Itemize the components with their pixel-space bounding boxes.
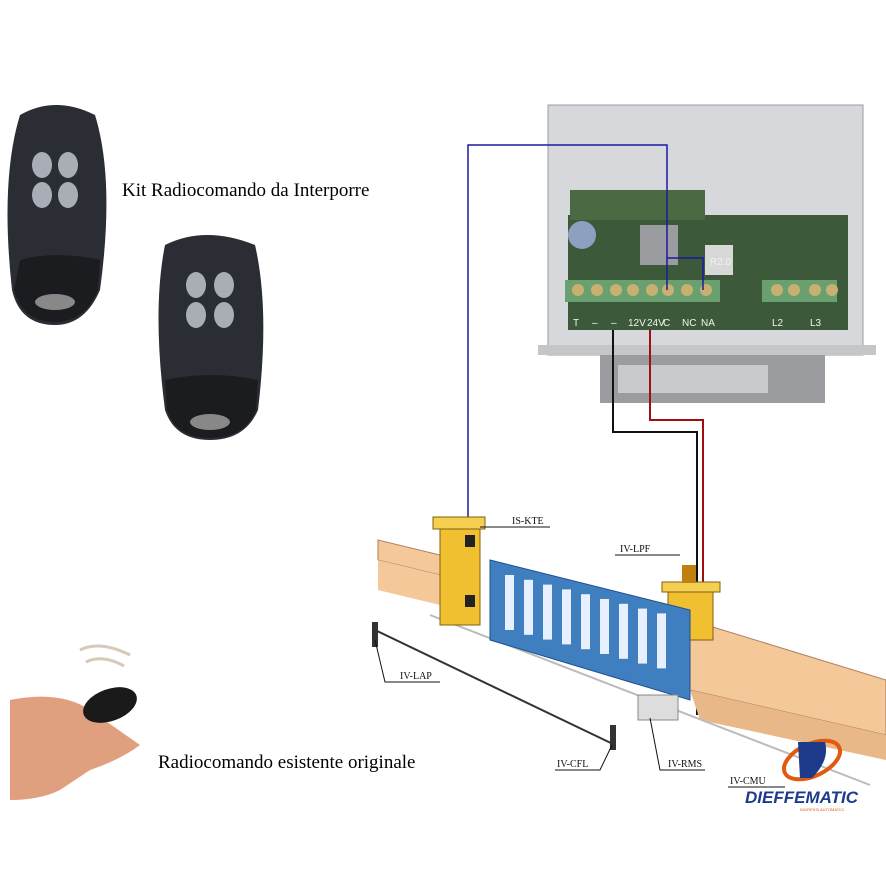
sliding-gate	[489, 559, 691, 701]
gate-slat	[524, 579, 533, 635]
terminal-screw	[826, 284, 838, 296]
hand-with-remote	[10, 644, 140, 800]
terminal-label: NA	[701, 318, 715, 329]
remote-kit-1	[7, 105, 107, 325]
terminal-screw	[572, 284, 584, 296]
terminal-screw	[809, 284, 821, 296]
dieffematic-logo: DIEFFEMATIC INGRESSI AUTOMATICI	[745, 738, 859, 812]
board-chip-label: R2.0	[710, 257, 732, 268]
logo-tagline: INGRESSI AUTOMATICI	[800, 807, 844, 812]
terminal-label: L3	[810, 318, 822, 329]
wire-black	[612, 330, 698, 715]
gate-slat	[581, 594, 590, 650]
terminal-screw	[610, 284, 622, 296]
terminal-screw	[646, 284, 658, 296]
wire-red	[649, 330, 704, 715]
terminal-label: NC	[682, 318, 696, 329]
label-iv-lap: IV-LAP	[400, 671, 432, 682]
terminal-label: L2	[772, 318, 784, 329]
terminal-screw	[591, 284, 603, 296]
gate-slat	[505, 575, 514, 630]
gate-slat	[562, 589, 571, 645]
terminal-screw	[681, 284, 693, 296]
post-is-kte	[432, 516, 486, 626]
label-is-kte: IS-KTE	[512, 516, 544, 527]
terminal-label: T	[573, 318, 579, 329]
caption-kit: Kit Radiocomando da Interporre	[122, 180, 370, 201]
terminal-screw	[700, 284, 712, 296]
label-iv-cfl: IV-CFL	[557, 759, 588, 770]
terminal-label: C	[663, 318, 670, 329]
remote-kit-2	[158, 235, 264, 440]
terminal-label: –	[592, 318, 598, 329]
motor-iv-rms	[637, 694, 679, 721]
wire-blue	[467, 144, 668, 530]
label-iv-cmu: IV-CMU	[730, 776, 767, 787]
terminal-screw	[788, 284, 800, 296]
logo-name: DIEFFEMATIC	[745, 788, 859, 807]
label-iv-rms: IV-RMS	[668, 759, 702, 770]
terminal-screw	[627, 284, 639, 296]
caption-original: Radiocomando esistente originale	[158, 752, 416, 773]
gate-slat	[638, 608, 647, 664]
terminal-label: 12V	[628, 318, 646, 329]
terminal-screw	[771, 284, 783, 296]
terminal-label: 24V	[647, 318, 665, 329]
gate-slat	[619, 603, 628, 659]
gate-slat	[657, 613, 666, 669]
gate-slat	[543, 584, 552, 640]
terminal-screw	[662, 284, 674, 296]
terminal-label: –	[611, 318, 617, 329]
label-iv-lpf: IV-LPF	[620, 544, 651, 555]
gate-slat	[600, 599, 609, 654]
wire-blue-na	[667, 257, 704, 290]
